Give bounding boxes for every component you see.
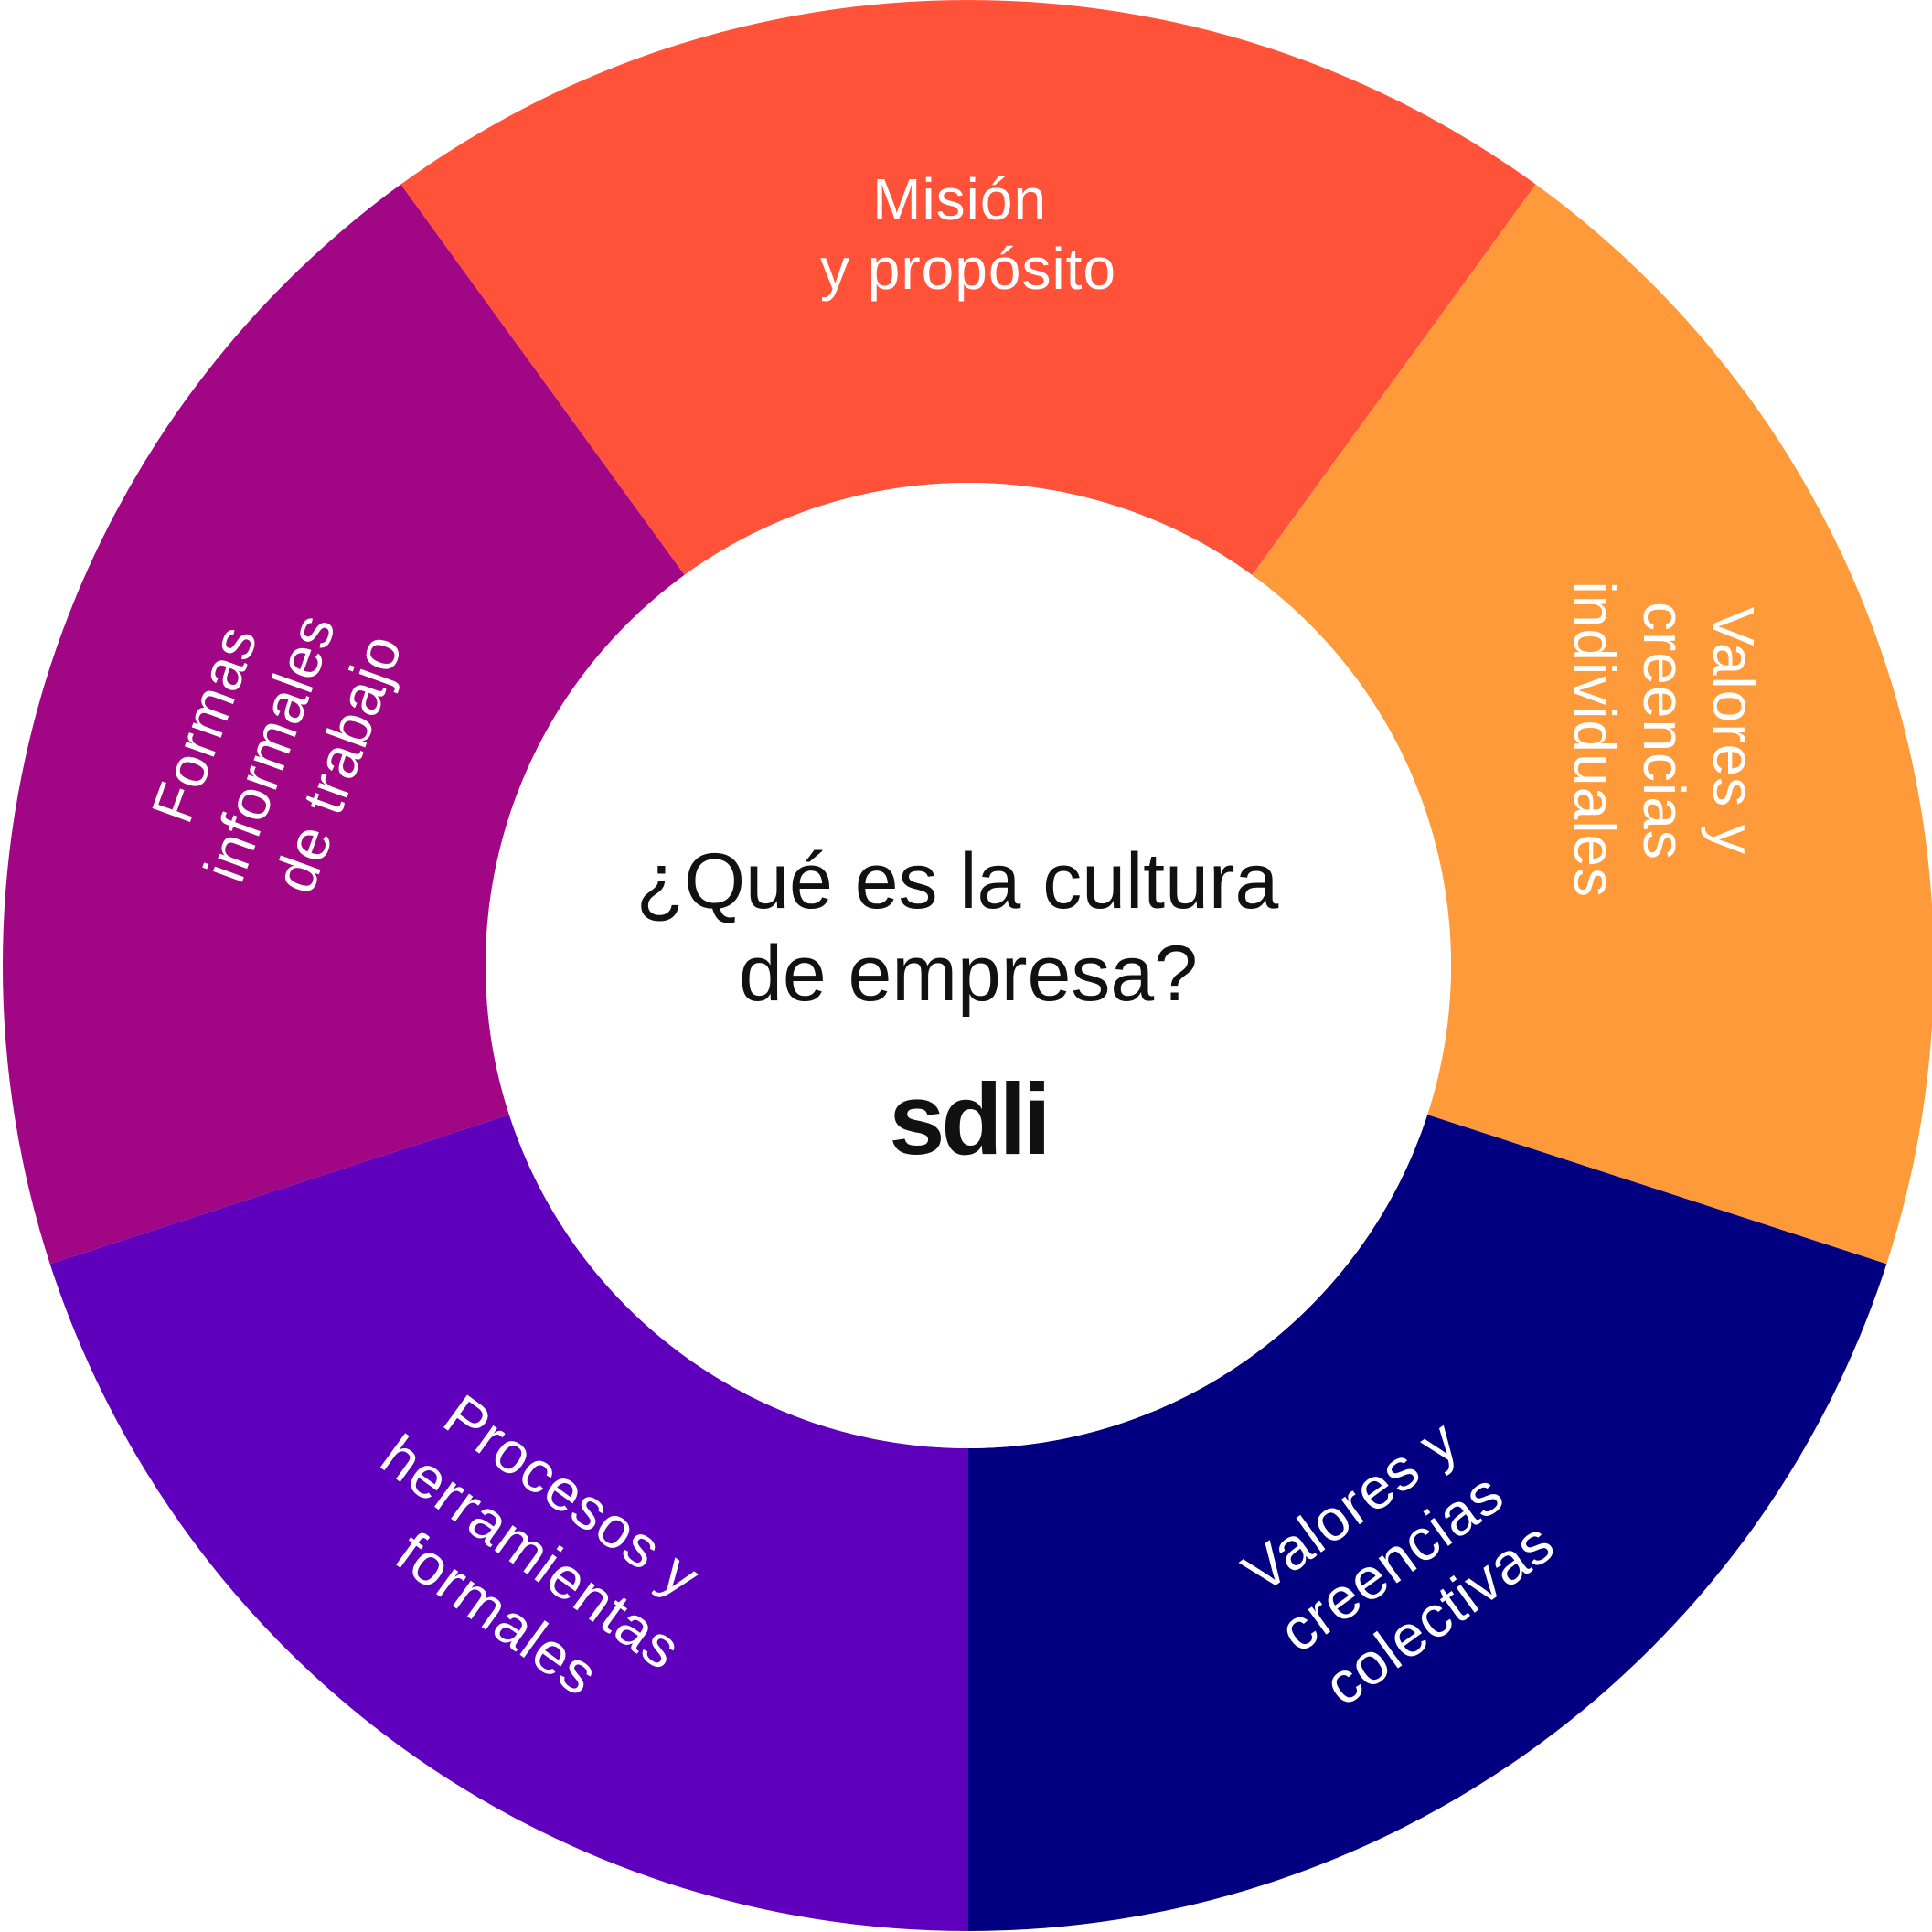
segment-label-line: y propósito <box>820 236 1116 302</box>
segment-wedge-valores-individuales <box>1252 184 1932 1265</box>
segment-label-line: creencias <box>1631 602 1697 860</box>
segment-label-mision: Misión y propósito <box>820 166 1116 302</box>
segment-wedge-formas-informales <box>3 184 685 1265</box>
segment-procesos: Procesos y herramientas formales <box>49 1115 968 1931</box>
segment-mision: Misión y propósito <box>400 0 1536 575</box>
segment-label-valores-individuales: Valores y creencias individuales <box>1562 582 1767 898</box>
segment-label-line: individuales <box>1562 582 1628 898</box>
center-disc <box>486 483 1451 1448</box>
segment-formas-informales: Formas informales de trabajo <box>3 184 685 1265</box>
segment-wedge-procesos <box>49 1115 968 1931</box>
segment-wedge-valores-colectivas <box>968 1115 1887 1931</box>
sdli-logo: sdli <box>889 1063 1048 1176</box>
center-question-line: ¿Qué es la cultura <box>636 838 1279 925</box>
center-question-line: de empresa? <box>739 930 1198 1018</box>
segment-label-line: Misión <box>872 166 1047 232</box>
center-question: ¿Qué es la cultura de empresa? <box>636 838 1301 1018</box>
segment-valores-individuales: Valores y creencias individuales <box>1252 184 1932 1265</box>
segment-label-line: Valores y <box>1701 607 1767 855</box>
segment-wedge-mision <box>400 0 1536 575</box>
segment-valores-colectivas: Valores y creencias colectivas <box>968 1115 1887 1931</box>
segment-label-formas-informales: Formas informales de trabajo <box>126 565 420 913</box>
